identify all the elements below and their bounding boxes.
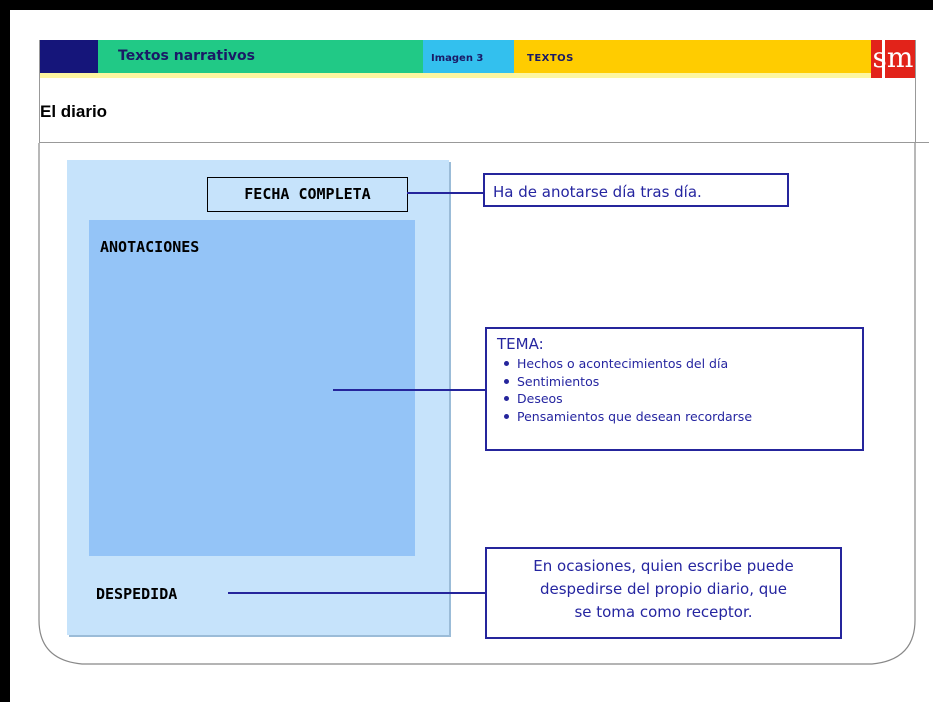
closing-note: En ocasiones, quien escribe puede desped… (485, 547, 842, 639)
closing-note-line: En ocasiones, quien escribe puede (533, 557, 794, 575)
notes-area (89, 220, 415, 556)
topic-note: TEMA: Hechos o acontecimientos del día S… (485, 327, 864, 451)
right-border (915, 40, 916, 143)
frame-outline (38, 143, 916, 665)
content-frame (38, 143, 916, 665)
topic-item: Deseos (497, 390, 852, 408)
header-yellow-block (514, 40, 871, 73)
closing-label: DESPEDIDA (96, 585, 178, 603)
section-title: Textos narrativos (118, 48, 255, 64)
topic-title: TEMA: (497, 335, 544, 353)
header-blue-block (423, 40, 514, 73)
header-navy-block (39, 40, 98, 73)
closing-note-line: despedirse del propio diario, que (539, 580, 788, 598)
header-green-block (98, 40, 423, 73)
notes-label: ANOTACIONES (100, 238, 200, 256)
topic-item: Sentimientos (497, 373, 852, 391)
sm-logo: sm (871, 40, 915, 78)
topic-item: Pensamientos que desean recordarse (497, 408, 852, 426)
date-label: FECHA COMPLETA (207, 177, 408, 212)
left-border (39, 40, 40, 143)
page-title: El diario (40, 102, 108, 121)
connector-lines (228, 192, 485, 594)
slide: Textos narrativos Imagen 3 TEXTOS sm El … (10, 10, 933, 702)
header-underline (39, 73, 871, 78)
logo-divider (882, 40, 885, 78)
category-label: TEXTOS (527, 53, 574, 64)
topic-item: Hechos o acontecimientos del día (497, 355, 852, 373)
image-label: Imagen 3 (431, 53, 484, 64)
date-note: Ha de anotarse día tras día. (483, 173, 789, 207)
topic-list: Hechos o acontecimientos del día Sentimi… (497, 355, 852, 425)
closing-note-line: se toma como receptor. (574, 603, 753, 621)
title-divider (39, 142, 929, 143)
